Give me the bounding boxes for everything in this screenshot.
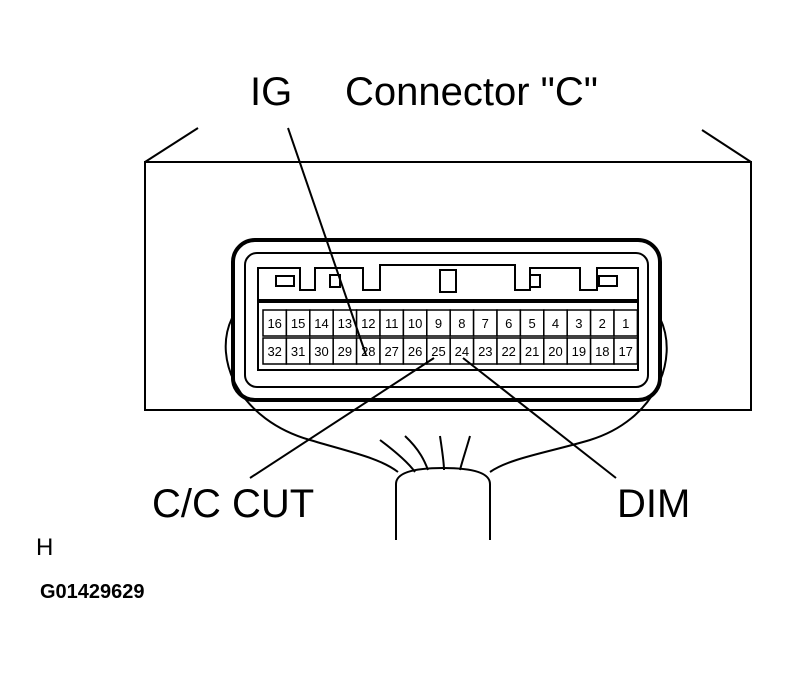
ig-leader — [287, 127, 367, 356]
pin-label-22: 22 — [501, 344, 515, 359]
pin-label-25: 25 — [431, 344, 445, 359]
h-mark: H — [36, 534, 54, 561]
pin-label-27: 27 — [384, 344, 398, 359]
pin-label-2: 2 — [599, 316, 606, 331]
dim-leader — [462, 357, 617, 479]
pin-label-6: 6 — [505, 316, 512, 331]
pin-label-14: 14 — [314, 316, 328, 331]
pin-label-23: 23 — [478, 344, 492, 359]
pin-label-8: 8 — [458, 316, 465, 331]
pin-label-29: 29 — [338, 344, 352, 359]
pin-label-17: 17 — [618, 344, 632, 359]
cc-cut-leader — [249, 357, 435, 479]
pin-label-13: 13 — [338, 316, 352, 331]
pin-label-32: 32 — [267, 344, 281, 359]
pin-label-1: 1 — [622, 316, 629, 331]
pin-label-9: 9 — [435, 316, 442, 331]
ecu-body — [144, 127, 752, 411]
pin-cell-17 — [613, 337, 639, 365]
pin-label-11: 11 — [385, 316, 399, 331]
wire-harness — [224, 317, 668, 540]
pin-label-7: 7 — [482, 316, 489, 331]
cc-cut-label: C/C CUT — [152, 482, 315, 526]
pin-label-19: 19 — [572, 344, 586, 359]
pin-label-15: 15 — [291, 316, 305, 331]
figure-id: G01429629 — [40, 581, 145, 603]
connector-title: Connector "C" — [345, 70, 598, 114]
pin-label-26: 26 — [408, 344, 422, 359]
pin-label-10: 10 — [408, 316, 422, 331]
ig-label: IG — [250, 70, 293, 114]
pin-label-3: 3 — [575, 316, 582, 331]
pin-label-5: 5 — [528, 316, 535, 331]
pin-label-21: 21 — [525, 344, 539, 359]
pin-label-4: 4 — [552, 316, 559, 331]
pin-label-28: 28 — [361, 344, 375, 359]
dim-label: DIM — [617, 482, 691, 526]
pin-label-31: 31 — [291, 344, 305, 359]
pin-label-16: 16 — [267, 316, 281, 331]
pin-label-20: 20 — [548, 344, 562, 359]
callout-lines — [249, 127, 617, 479]
pin-label-18: 18 — [595, 344, 609, 359]
pin-label-24: 24 — [455, 344, 469, 359]
pin-cell-1 — [613, 309, 639, 337]
pin-label-12: 12 — [361, 316, 375, 331]
pin-label-30: 30 — [314, 344, 328, 359]
